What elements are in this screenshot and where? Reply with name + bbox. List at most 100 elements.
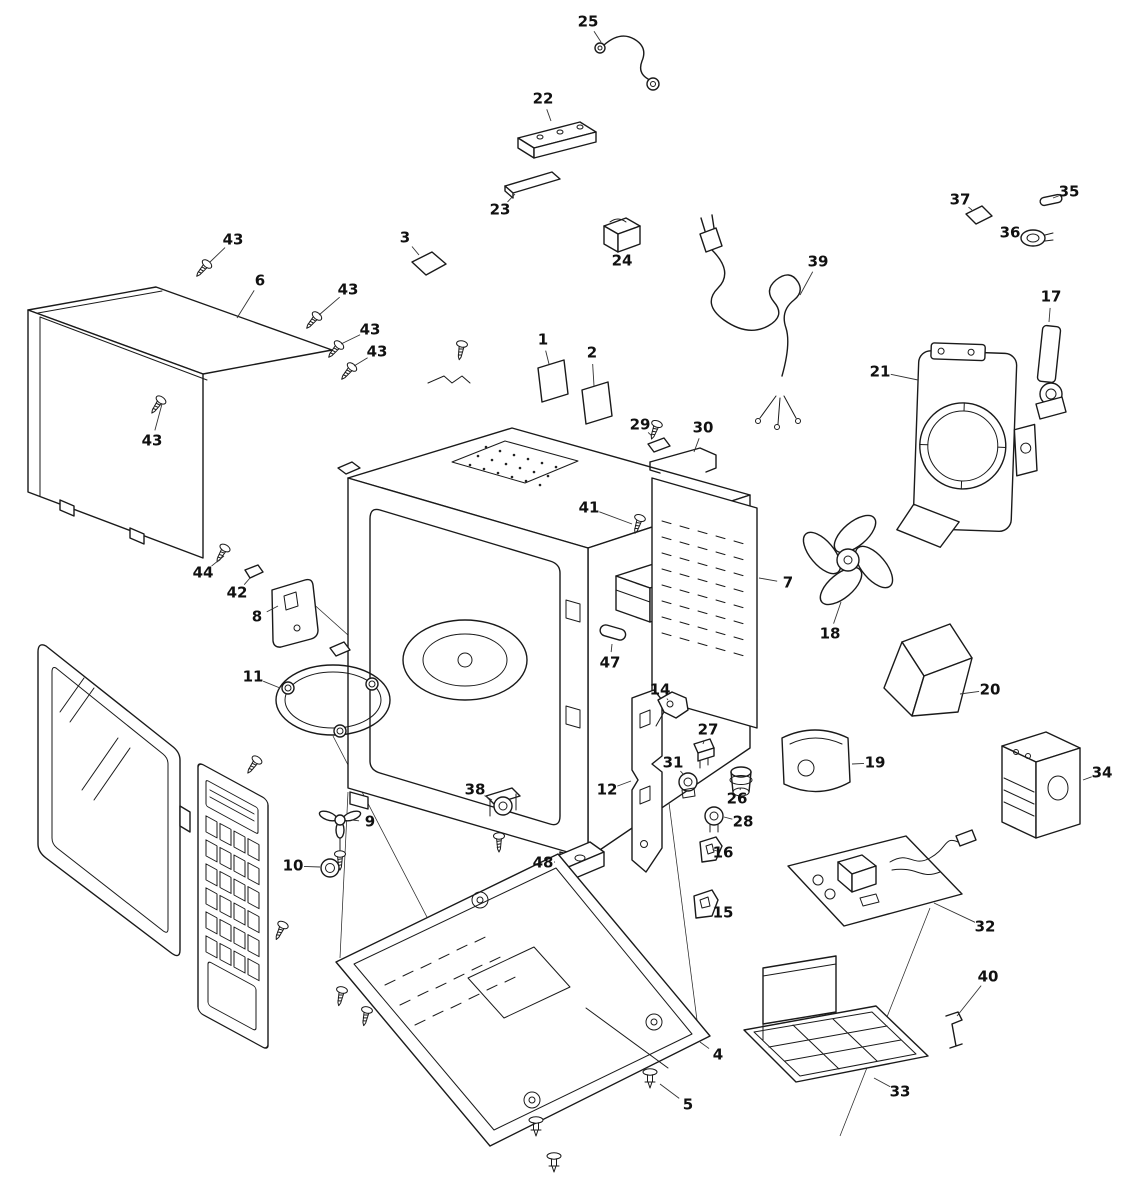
door-open-button (207, 961, 257, 1031)
callout-leader-line (1048, 307, 1051, 323)
callout-leader-line (873, 1077, 891, 1088)
callout-leader-line (833, 601, 842, 624)
callout-leader-line (546, 109, 552, 122)
door-key-parts (211, 541, 319, 648)
labels-and-sheets (411, 251, 613, 425)
callout-label: 48 (533, 854, 554, 872)
roller-ring-assembly (275, 664, 391, 738)
rear-vent-panel (651, 477, 758, 729)
outer-case-panel (27, 286, 333, 559)
callout-leader-line (236, 290, 255, 319)
callout-leader-line (1052, 195, 1059, 199)
callout-label: 26 (727, 790, 748, 808)
display-window (205, 780, 259, 834)
screw-icon (357, 1005, 374, 1028)
wire-connector (955, 829, 977, 847)
callout-leader-line (680, 770, 685, 776)
fan-blade (802, 514, 894, 606)
callout-label: 7 (783, 574, 793, 592)
callout-leader-line (266, 605, 279, 613)
callout-label: 14 (650, 681, 671, 699)
callout-label: 32 (975, 918, 996, 936)
callout-leader-line (723, 816, 733, 820)
callout-leader-line (154, 403, 163, 431)
keypad-buttons (205, 815, 260, 982)
callout-leader-line (617, 780, 632, 787)
bracket-30 (649, 447, 717, 474)
jumper-wire-25 (594, 35, 660, 91)
spring-bracket (427, 375, 471, 384)
callout-leader-line (318, 296, 340, 316)
callout-label: 33 (890, 1083, 911, 1101)
angle-bracket-40 (945, 1011, 963, 1049)
screw-icon (332, 985, 349, 1008)
screw-icon (453, 339, 469, 362)
callout-label: 22 (533, 90, 554, 108)
board-wires (889, 840, 959, 875)
callout-label: 43 (338, 281, 359, 299)
washer (320, 858, 340, 878)
sheet-2 (581, 381, 613, 425)
callout-leader-line (411, 246, 420, 256)
callout-leader-line (211, 555, 225, 567)
callout-label: 2 (587, 344, 597, 362)
callout-label: 21 (870, 363, 891, 381)
thermostat-36 (1020, 229, 1046, 247)
callout-label: 20 (980, 681, 1001, 699)
callout-label: 43 (367, 343, 388, 361)
callout-label: 10 (283, 857, 304, 875)
callout-label: 25 (578, 13, 599, 31)
callout-leader-line (209, 247, 226, 263)
holder-15 (693, 889, 719, 919)
callout-leader-line (968, 206, 973, 211)
callout-label: 24 (612, 252, 633, 270)
callout-label: 36 (1000, 224, 1021, 242)
shaft-coupling (485, 787, 521, 853)
switch-28 (704, 806, 724, 826)
callout-leader-line (592, 363, 595, 387)
callout-leader-line (659, 1083, 680, 1099)
screw-icon (211, 541, 232, 566)
power-cord (699, 214, 801, 430)
callout-label: 8 (252, 608, 262, 626)
callout-label: 1 (538, 331, 548, 349)
thermostat-parts (965, 193, 1063, 247)
control-panel (197, 763, 269, 1049)
fuse-47 (599, 624, 627, 641)
callout-label: 43 (142, 432, 163, 450)
callout-label: 27 (698, 721, 719, 739)
callout-leader-line (263, 680, 281, 689)
callout-leader-line (758, 577, 778, 582)
motor-bracket (1035, 324, 1067, 420)
callout-label: 4 (713, 1046, 723, 1064)
circuit-board (787, 829, 977, 927)
foot-screw-icon (642, 1068, 658, 1089)
callout-label: 39 (808, 253, 829, 271)
callout-leader-line (610, 643, 613, 653)
callout-label: 30 (693, 419, 714, 437)
clamp-29 (647, 437, 671, 453)
cavity-top-hardware (427, 339, 717, 641)
bar-23 (504, 171, 561, 199)
callout-label: 17 (1041, 288, 1062, 306)
callout-label: 38 (465, 781, 486, 799)
callout-label: 31 (663, 754, 684, 772)
bottom-tray (743, 955, 929, 1083)
transformer (1001, 731, 1081, 839)
vent-louvers (661, 520, 744, 657)
turntable-coupler (318, 810, 362, 871)
callout-label: 18 (820, 625, 841, 643)
callout-label: 41 (579, 499, 600, 517)
callout-leader-line (699, 1041, 710, 1049)
callout-leader-line (799, 271, 814, 296)
callout-leader-line (353, 357, 368, 367)
callout-label: 44 (193, 564, 214, 582)
base-plate (332, 853, 711, 1173)
callout-leader-line (956, 985, 982, 1017)
callout-leader-line (702, 740, 705, 745)
top-bracket-22 (517, 121, 597, 159)
callout-label: 28 (733, 813, 754, 831)
callout-label: 43 (223, 231, 244, 249)
